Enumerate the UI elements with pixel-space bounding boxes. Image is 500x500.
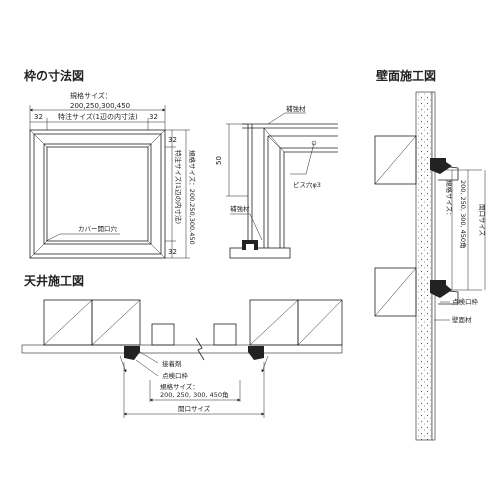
wall-std-size-values: 200, 250, 300, 450角 — [459, 180, 468, 249]
frame-inner — [46, 146, 149, 242]
ceiling-opening-size: 開口サイズ — [178, 404, 211, 413]
ceiling-inspection-frame-label: 点検口枠 — [162, 371, 189, 380]
frame-outer — [29, 129, 166, 259]
frame-dimensions-title: 枠の寸法図 — [24, 68, 84, 83]
frame-special-size-label: 特注サイズ(1辺の内寸法) — [58, 112, 138, 121]
wall-opening-size: 開口サイズ — [478, 204, 487, 237]
ceiling-joint-label: 接着剤 — [162, 359, 182, 368]
screw-hole — [311, 140, 317, 146]
frame-vertical-std: 規格サイズ：200,250,300,450 — [188, 150, 197, 245]
wall-install-diagram: 壁面施工図 規格サイズ： 200, 250, 300, 450角 開口サイズ 点… — [374, 68, 487, 441]
frame-edge-32-right: 32 — [149, 113, 158, 121]
wall-install-title: 壁面施工図 — [376, 68, 436, 83]
reinforcement-top-label: 補強材 — [286, 104, 306, 113]
ceiling-std-size-label: 規格サイズ： — [160, 382, 199, 391]
dim-50: 50 — [215, 156, 223, 165]
wall-material-label: 壁面材 — [452, 315, 472, 324]
frame-dimension-diagram: 枠の寸法図 規格サイズ： 200,250,300,450 特注サイズ(1辺の内寸… — [24, 68, 197, 259]
wall-upper-box — [374, 135, 417, 185]
wall-std-size-label: 規格サイズ： — [445, 180, 454, 219]
ceiling-install-title: 天井施工図 — [24, 273, 84, 288]
wall-inspection-frame-label: 点検口枠 — [452, 297, 479, 306]
frame-edge-32-left: 32 — [34, 113, 43, 121]
wall-body — [415, 91, 433, 441]
ceiling-board — [21, 344, 343, 354]
frame-std-size-values: 200,250,300,450 — [70, 102, 130, 110]
frame-edge-32-top: 32 — [168, 136, 177, 144]
screw-hole-label: ビス穴φ3 — [293, 180, 321, 189]
ceiling-install-diagram: 天井施工図 接着剤 点検口枠 規格サイズ： 200, 250, 300, — [21, 273, 343, 418]
corner-detail-diagram: 補強材 ビス穴φ3 50 補強材 — [215, 104, 338, 259]
frame-vertical-special: 特注サイズ(1辺の内寸法) — [174, 150, 183, 224]
wall-lower-box — [374, 267, 417, 317]
frame-std-size-label: 規格サイズ： — [70, 91, 112, 100]
frame-edge-32-bottom: 32 — [168, 248, 177, 256]
reinforcement-bottom-label: 補強材 — [230, 204, 250, 213]
ceiling-std-size-values: 200, 250, 300, 450角 — [160, 390, 229, 399]
cover-hole-label: カバー開口穴 — [78, 224, 118, 233]
